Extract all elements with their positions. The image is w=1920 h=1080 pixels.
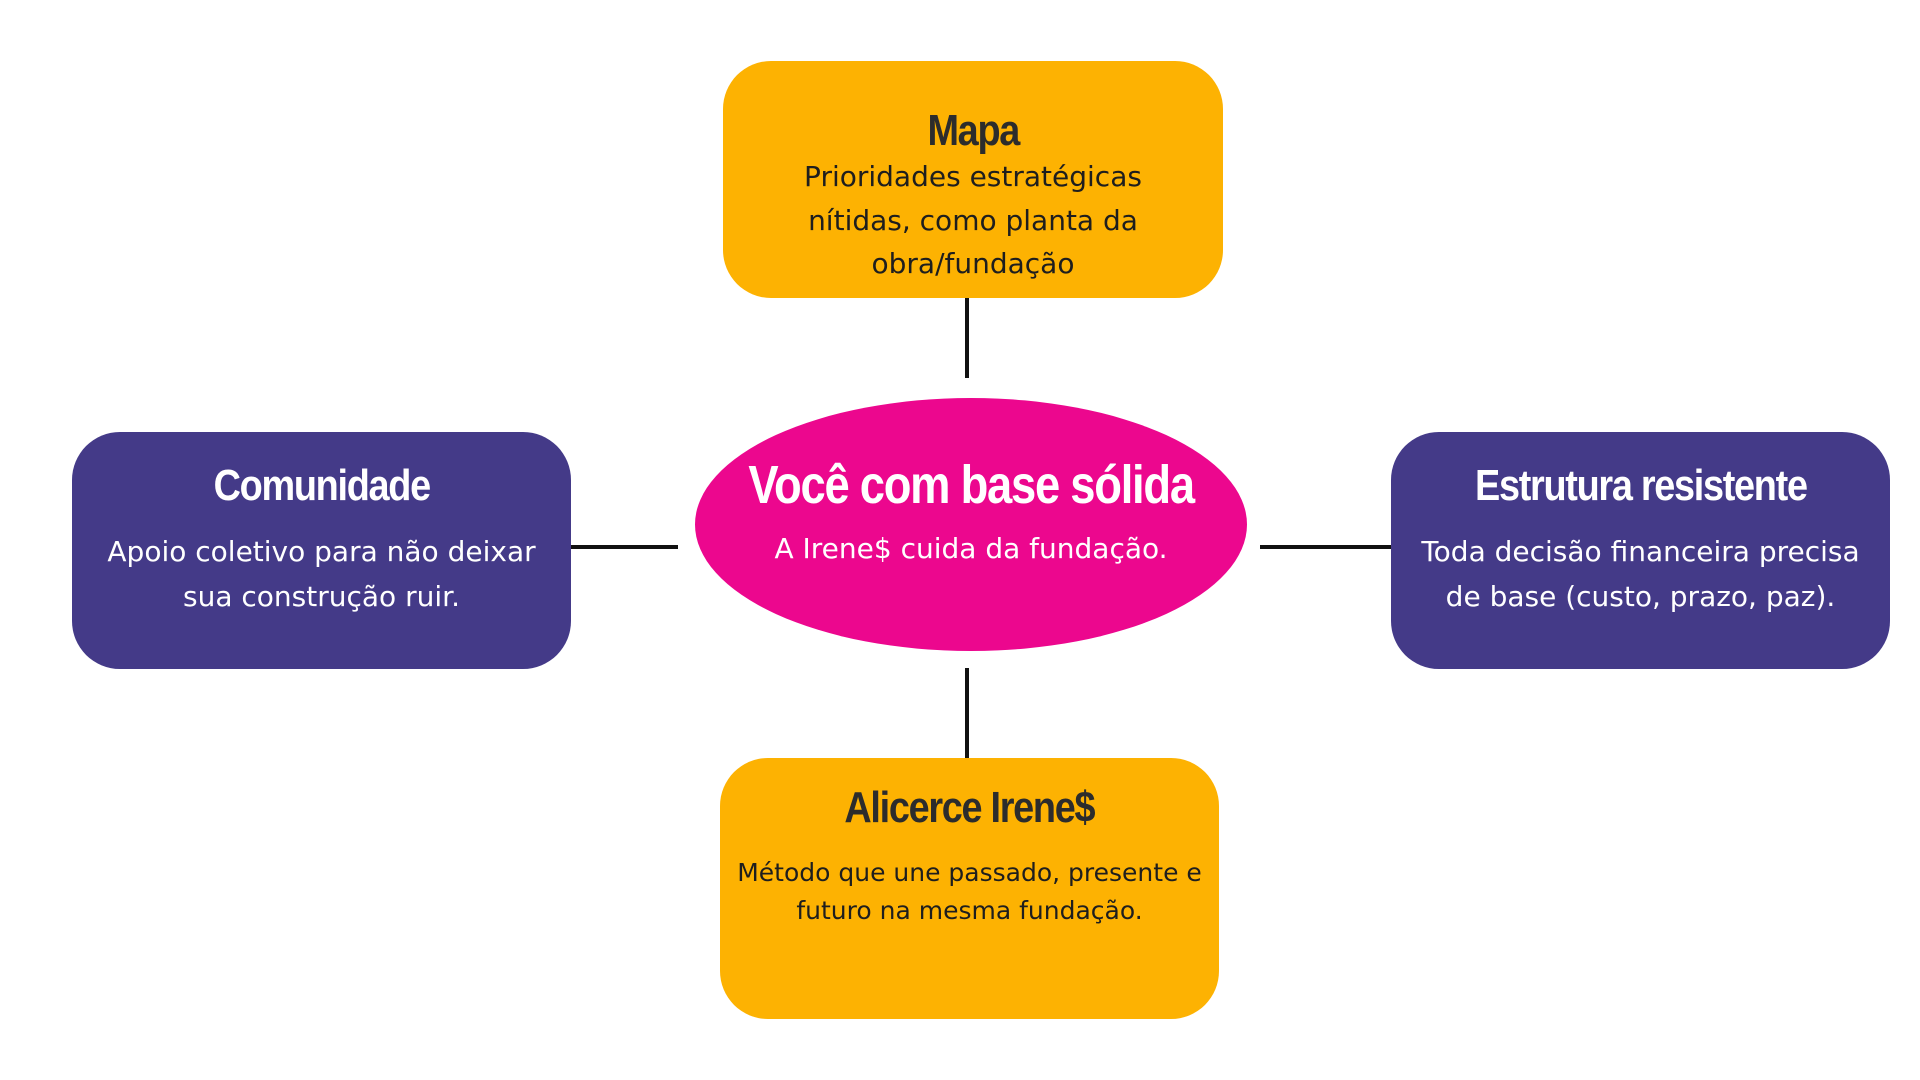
center-subtitle: A Irene$ cuida da fundação. [774,532,1168,566]
node-estrutura-title: Estrutura resistente [1474,461,1808,510]
center-title: Você com base sólida [748,455,1195,515]
node-comunidade: Comunidade Apoio coletivo para não deixa… [72,432,571,669]
node-mapa: Mapa Prioridades estratégicas nítidas, c… [723,61,1223,298]
node-comunidade-description: Apoio coletivo para não deixar sua const… [107,535,536,614]
node-alicerce-description: Método que une passado, presente e futur… [737,858,1202,925]
node-alicerce: Alicerce Irene$ Método que une passado, … [720,758,1219,1019]
node-alicerce-title: Alicerce Irene$ [844,783,1096,832]
center-ellipse: Você com base sólida A Irene$ cuida da f… [695,398,1247,651]
node-mapa-description: Prioridades estratégicas nítidas, como p… [804,160,1142,281]
node-mapa-title: Mapa [927,106,1020,155]
node-comunidade-title: Comunidade [213,461,431,510]
node-estrutura-resistente: Estrutura resistente Toda decisão financ… [1391,432,1890,669]
node-estrutura-description: Toda decisão financeira precisa de base … [1421,535,1860,614]
